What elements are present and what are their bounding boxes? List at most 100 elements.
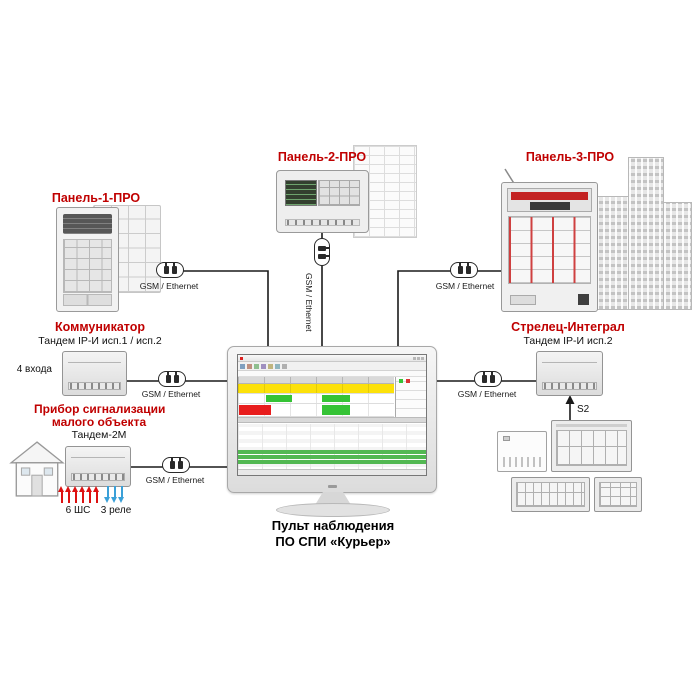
gsm-label-tandem2m: GSM / Ethernet [145, 475, 205, 485]
console-title-line1: Пульт наблюдения [271, 518, 395, 533]
io-module-a-device [511, 477, 590, 512]
phone-glyph [489, 372, 495, 383]
screen-status-dot-green [399, 379, 403, 383]
tandem-2m-terminals [71, 473, 125, 481]
communicator-panel-line [68, 362, 121, 363]
strelets-title: Стрелец-Интеграл [511, 320, 625, 334]
loops-count-label: 6 ШС [65, 505, 91, 516]
communicator-title: Коммуникатор [54, 320, 146, 334]
screen-status-dot-red [406, 379, 410, 383]
communicator-terminals [68, 382, 121, 390]
panel3-zone-grid [508, 216, 591, 284]
panel3-lcd [530, 202, 570, 210]
small-object-subtitle: Тандем-2М [71, 429, 127, 441]
gsm-label-panel1: GSM / Ethernet [139, 281, 199, 291]
screen-lower-header [238, 417, 426, 423]
monitor-screen [237, 354, 427, 476]
console-title-line2: ПО СПИ «Курьер» [275, 534, 391, 549]
monitor-power-led [328, 485, 337, 488]
expansion-rack-modules [556, 430, 627, 466]
monitor-stand [315, 492, 351, 505]
phone-glyph [457, 263, 463, 274]
panel1-function-keys [63, 294, 112, 306]
screen-row-alarm [238, 404, 394, 417]
screen-log-green-row-2 [238, 455, 426, 459]
phone-glyph [318, 245, 326, 251]
screen-cell-alarm [239, 405, 271, 415]
phone-glyph [163, 263, 169, 274]
monitor-bezel [227, 346, 437, 493]
gsm-connector-icon-panel1 [156, 262, 184, 278]
gsm-label-communicator: GSM / Ethernet [141, 389, 201, 399]
s2-arrowhead-icon [565, 395, 575, 404]
phone-glyph [173, 372, 179, 383]
communicator-subtitle: Тандем IP-И исп.1 / исп.2 [38, 335, 162, 347]
phone-glyph [177, 458, 183, 469]
panel3-button [510, 295, 536, 305]
panel3-device [501, 182, 598, 312]
phone-glyph [171, 263, 177, 274]
small-object-title-line1: Прибор сигнализации [34, 402, 166, 416]
gsm-label-panel2: GSM / Ethernet [304, 272, 314, 332]
screen-log-green-row-1 [238, 450, 426, 454]
panel1-keypad [63, 239, 112, 293]
power-supply-indicator [503, 436, 510, 441]
power-supply-device [497, 431, 547, 472]
screen-filter-bar [238, 371, 426, 377]
relays-count-label: 3 реле [100, 505, 132, 516]
gsm-connector-icon-communicator [158, 371, 186, 387]
gsm-connector-icon-tandem2m [162, 457, 190, 473]
panel1-title: Панель-1-ПРО [51, 191, 141, 205]
strelets-device [536, 351, 603, 396]
screen-table-header [238, 377, 394, 384]
phone-glyph [318, 253, 326, 259]
panel2-lcd [285, 180, 317, 206]
house-icon [9, 441, 65, 497]
communicator-device [62, 351, 127, 396]
screen-cell-ok-1 [266, 395, 292, 402]
strelets-subtitle: Тандем IP-И исп.2 [523, 335, 613, 347]
expansion-rack-device [551, 420, 632, 472]
io-module-b-device [594, 477, 642, 512]
power-supply-vents [503, 457, 541, 467]
panel2-device [276, 170, 369, 233]
communicator-inputs-label: 4 входа [16, 364, 52, 375]
screen-log-green-row-3 [238, 460, 426, 464]
screen-window-buttons [413, 357, 424, 360]
panel3-title: Панель-3-ПРО [525, 150, 615, 164]
panel1-device [56, 207, 119, 312]
screen-cell-ok-3 [322, 405, 350, 415]
tandem-2m-device [65, 446, 131, 487]
skyscraper-2 [628, 157, 664, 310]
phone-glyph [169, 458, 175, 469]
screen-row-warning [238, 384, 394, 394]
phone-glyph [481, 372, 487, 383]
expansion-rack-rail [556, 424, 627, 427]
screen-status-bar [238, 469, 426, 475]
screen-app-icon [240, 357, 243, 360]
panel2-keypad [318, 180, 360, 206]
tandem-2m-panel-line [71, 457, 125, 458]
strelets-panel-line [542, 362, 597, 363]
io-module-b-terminals [599, 482, 637, 507]
io-module-a-terminals [516, 482, 585, 507]
panel1-display [63, 214, 112, 234]
panel3-header-strip [507, 188, 592, 212]
screen-event-log [238, 424, 426, 471]
gsm-label-panel3: GSM / Ethernet [435, 281, 495, 291]
relay-output-arrows-icon [104, 486, 125, 503]
alarm-loop-arrows-icon [58, 486, 100, 503]
screen-row-online [238, 394, 394, 404]
strelets-terminals [542, 382, 597, 390]
phone-glyph [465, 263, 471, 274]
panel2-title: Панель-2-ПРО [277, 150, 367, 164]
gsm-label-strelets: GSM / Ethernet [457, 389, 517, 399]
screen-toolbar [238, 362, 426, 371]
screen-side-panel [395, 377, 426, 417]
gsm-connector-icon-panel2 [314, 238, 330, 266]
panel3-red-stripe [511, 192, 588, 200]
small-object-title-line2: малого объекта [51, 415, 147, 429]
screen-cell-ok-2 [322, 395, 350, 402]
panel2-led-row [285, 219, 360, 226]
